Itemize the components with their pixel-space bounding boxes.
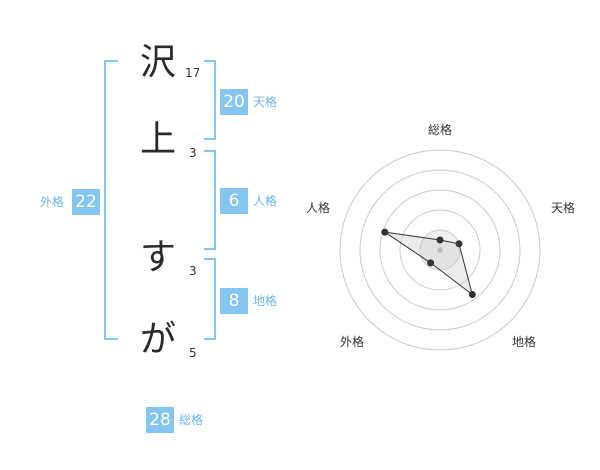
radar-ring-2 <box>399 209 481 291</box>
gaikaku-label: 外格 <box>40 195 65 209</box>
jinkaku-bracket <box>204 150 216 250</box>
chikaku-label: 地格 <box>253 294 278 308</box>
name-char-4: が <box>139 319 176 360</box>
stroke-count-2: 3 <box>189 146 197 160</box>
radar-axis-jinkaku: 人格 <box>306 200 330 215</box>
jinkaku-value: 6 <box>220 188 248 214</box>
tenkaku-value: 20 <box>220 89 248 115</box>
name-char-1: 沢 <box>139 42 176 83</box>
chikaku-bracket <box>204 258 216 340</box>
gaikaku-bracket <box>104 60 118 340</box>
stroke-count-3: 3 <box>189 264 197 278</box>
radar-ring-5 <box>339 149 541 351</box>
radar-point-1 <box>436 236 444 244</box>
tenkaku-label: 天格 <box>253 95 278 109</box>
radar-point-5 <box>381 228 389 236</box>
radar-center-dot <box>437 247 443 253</box>
tenkaku-bracket <box>204 60 216 140</box>
stroke-count-4: 5 <box>189 346 197 360</box>
name-char-2: 上 <box>139 119 176 160</box>
radar-axis-chikaku: 地格 <box>512 334 536 349</box>
chikaku-value: 8 <box>220 288 248 314</box>
radar-point-2 <box>455 240 463 248</box>
stroke-count-1: 17 <box>185 66 201 80</box>
radar-point-3 <box>468 291 476 298</box>
radar-points <box>381 228 476 298</box>
gaikaku-value: 22 <box>72 189 100 215</box>
soukaku-value: 28 <box>146 407 174 433</box>
radar-axis-gaikaku: 外格 <box>340 334 364 349</box>
name-char-3: す <box>139 237 176 278</box>
radar-point-4 <box>427 259 435 267</box>
radar-axis-soukaku: 総格 <box>428 122 452 137</box>
radar-ring-4 <box>359 169 521 331</box>
soukaku-label: 総格 <box>179 413 204 427</box>
jinkaku-label: 人格 <box>253 194 278 208</box>
radar-ring-3 <box>379 189 501 311</box>
radar-axis-tenkaku: 天格 <box>551 200 575 215</box>
